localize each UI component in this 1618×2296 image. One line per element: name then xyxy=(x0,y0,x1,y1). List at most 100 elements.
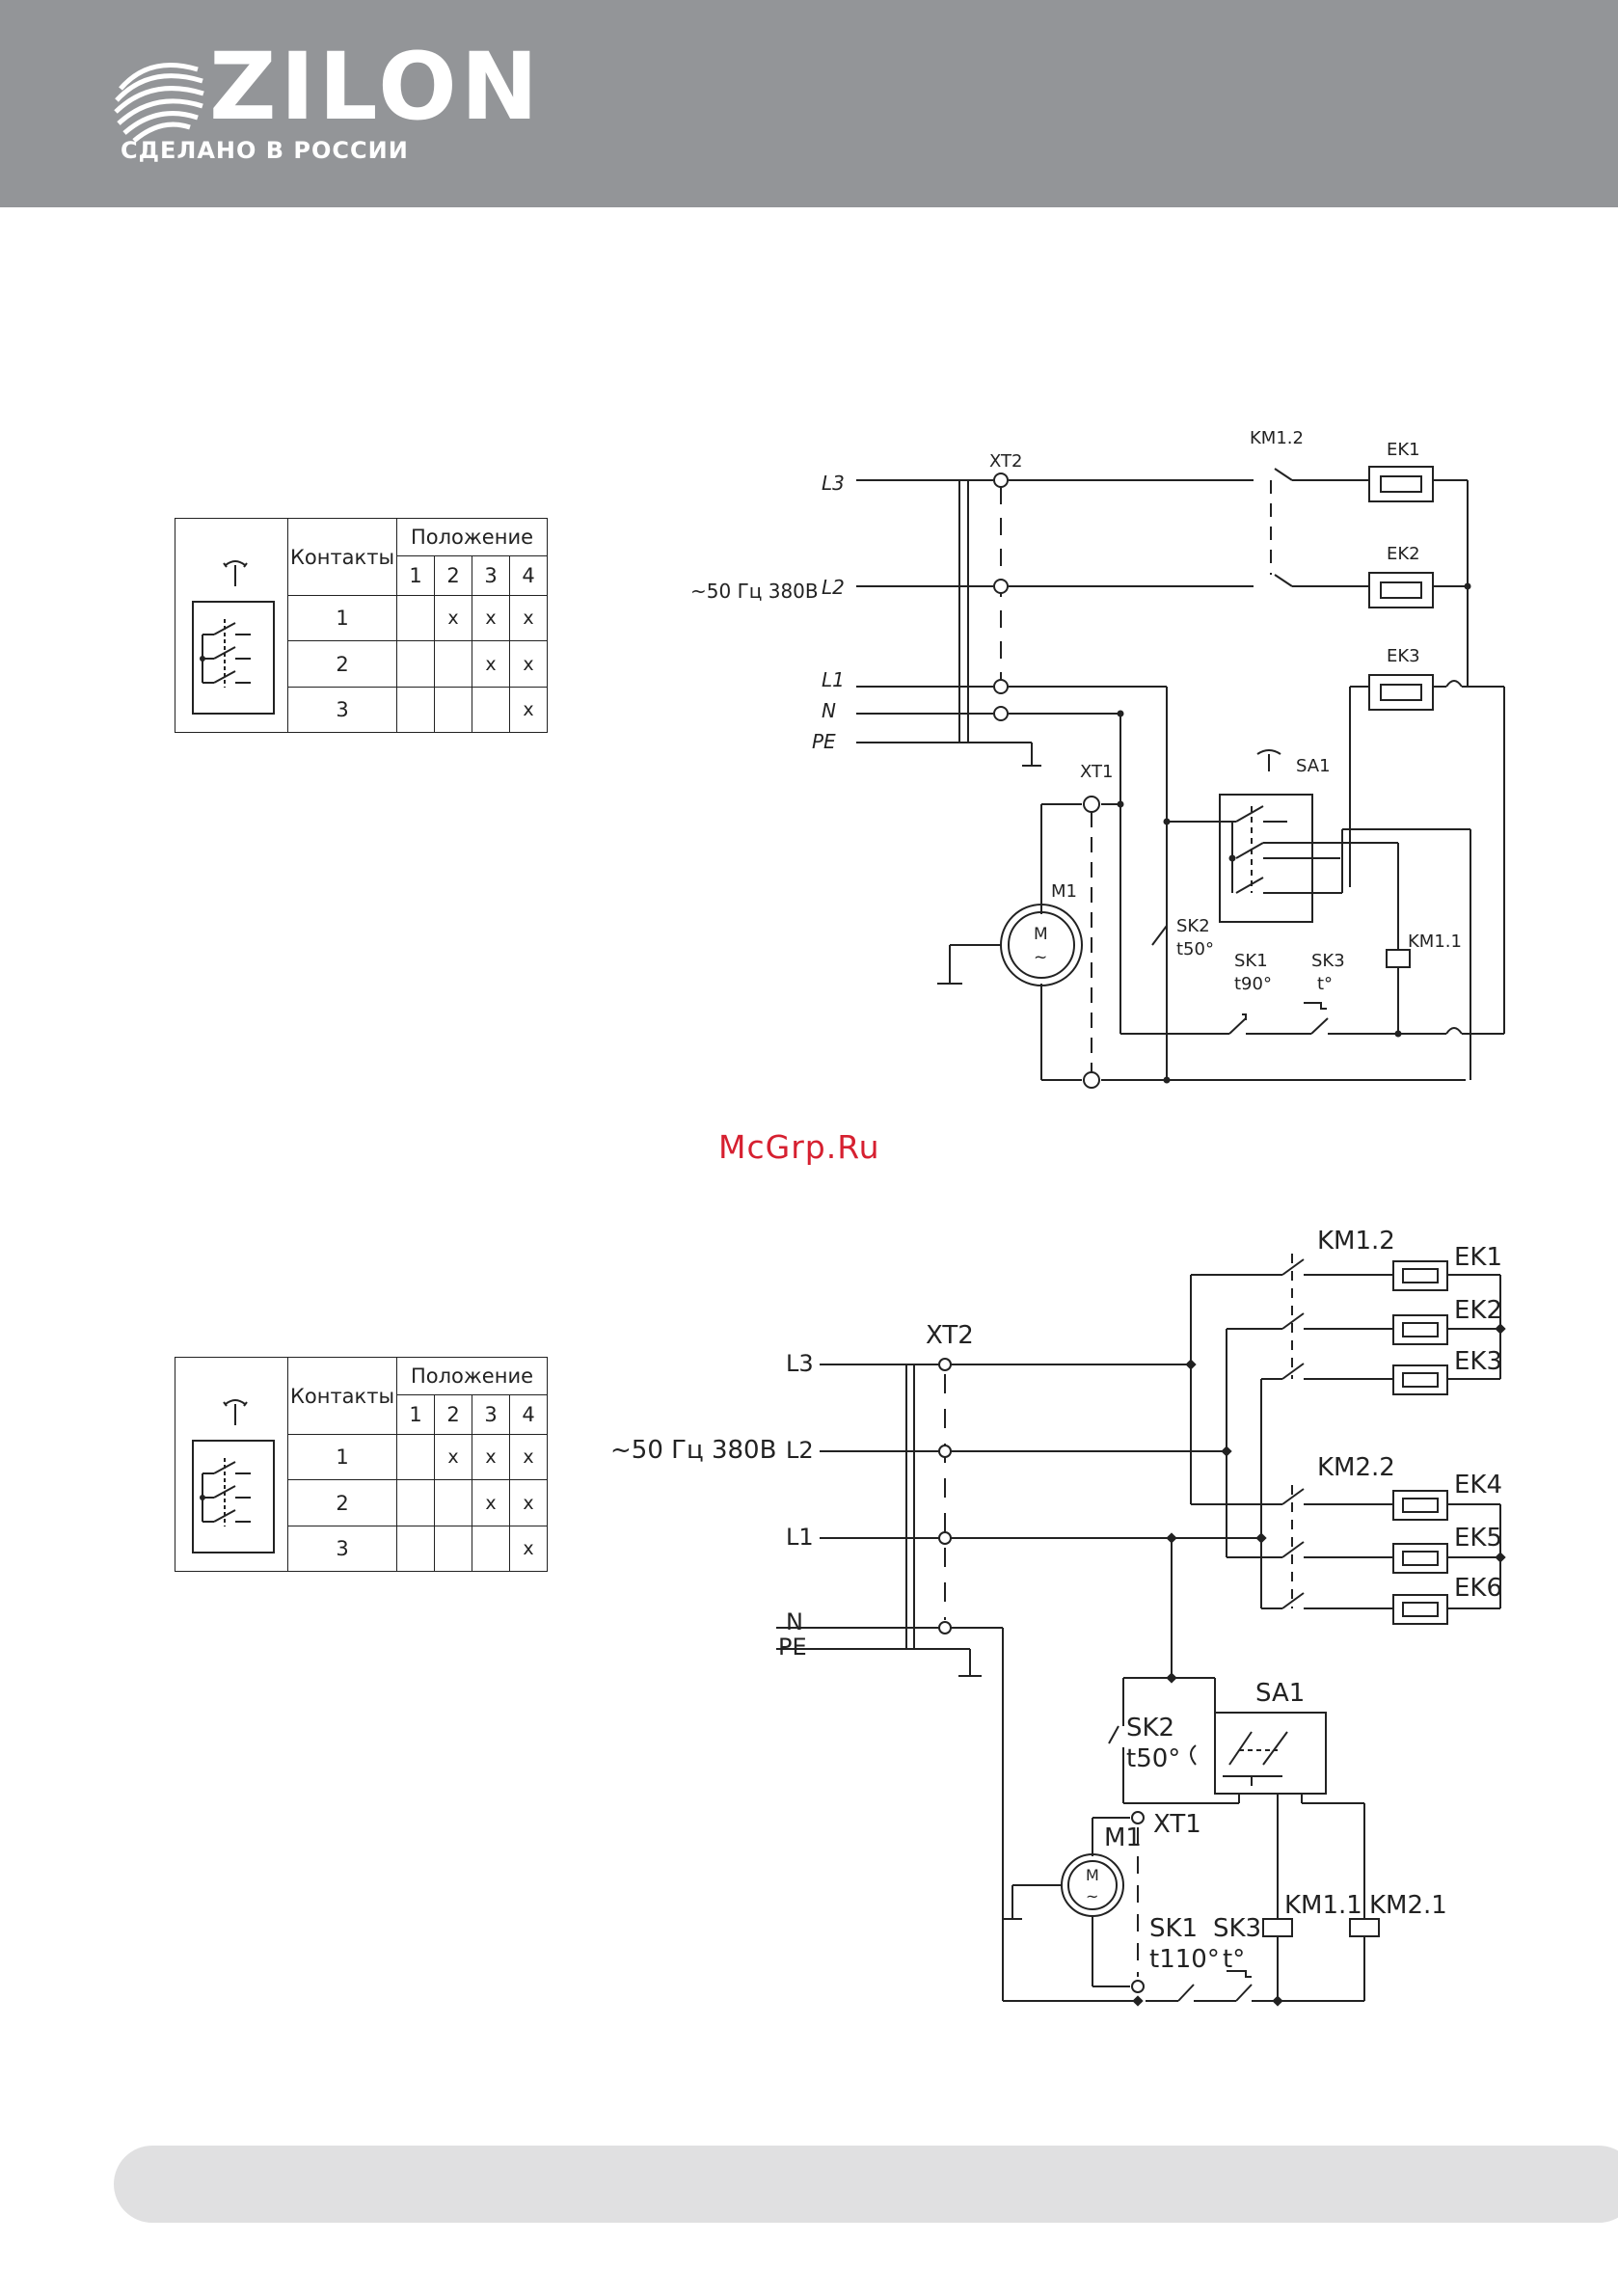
terminal-xt2-label: XT2 xyxy=(989,451,1022,472)
contact-mark: x xyxy=(509,1434,548,1481)
contact-mark xyxy=(472,1525,510,1573)
contact-number: 2 xyxy=(287,1479,397,1526)
coil-km11-label: KM1.1 xyxy=(1408,932,1462,952)
contact-mark xyxy=(396,595,435,642)
heater-ek1-label: EK1 xyxy=(1454,1243,1502,1272)
brand-name: ZILON xyxy=(209,33,543,141)
contact-number: 1 xyxy=(287,595,397,642)
contact-mark: x xyxy=(509,686,548,734)
rotary-switch-icon xyxy=(192,1399,275,1553)
wiring-diagram-2: ~50 Гц 380В L3 L2 L1 N PE XT2 XT1 KM1.2 … xyxy=(610,1227,1506,2007)
thermostat-sk3-temp: t° xyxy=(1223,1945,1245,1974)
line-label-l1: L1 xyxy=(822,668,845,691)
line-label-l2: L2 xyxy=(822,576,845,599)
heater-ek2-label: EK2 xyxy=(1387,544,1420,564)
motor-ac-symbol: ~ xyxy=(1034,948,1047,967)
table-row: 1 x x x xyxy=(175,595,548,642)
motor-ac-symbol: ~ xyxy=(1086,1887,1098,1905)
line-label-n: N xyxy=(786,1608,803,1635)
switch-position-table-2: Контакты Положение 1 2 3 4 1 x x x 2 x x… xyxy=(175,1356,548,1573)
supply-label: ~50 Гц 380В xyxy=(610,1436,776,1465)
table-row: 3 x xyxy=(175,1525,548,1573)
thermostat-sk2-label: SK2 xyxy=(1126,1714,1174,1742)
header-band: ZILON СДЕЛАНО В РОССИИ xyxy=(0,0,1618,207)
thermostat-sk2-temp: t50° xyxy=(1176,939,1214,959)
line-label-pe: PE xyxy=(812,730,836,753)
table-row: 2 x x xyxy=(175,640,548,688)
line-label-l1: L1 xyxy=(786,1524,814,1551)
line-label-l3: L3 xyxy=(786,1350,814,1377)
contact-km22-label: KM2.2 xyxy=(1317,1453,1395,1482)
thermostat-sk3-label: SK3 xyxy=(1213,1914,1261,1943)
position-number: 1 xyxy=(396,555,435,597)
line-label-l3: L3 xyxy=(822,472,845,495)
rotary-switch-icon xyxy=(192,560,275,715)
coil-km11-label: KM1.1 xyxy=(1284,1891,1362,1920)
line-label-n: N xyxy=(822,699,836,722)
switch-position-table-1: Контакты Положение 1 2 3 4 1 x x x 2 x x… xyxy=(175,517,548,734)
line-label-l2: L2 xyxy=(786,1437,814,1464)
switch-sa1-label: SA1 xyxy=(1296,756,1331,776)
contact-number: 1 xyxy=(287,1434,397,1481)
contact-mark: x xyxy=(472,1434,510,1481)
position-number: 4 xyxy=(509,555,548,597)
position-number: 1 xyxy=(396,1394,435,1436)
thermostat-sk2-temp: t50° xyxy=(1126,1744,1180,1773)
wiring-diagram-1: ~50 Гц 380В L3 L2 L1 N PE XT2 XT1 KM1.2 … xyxy=(690,428,1505,1089)
switch-sa1-label: SA1 xyxy=(1255,1679,1305,1708)
contact-mark: x xyxy=(472,640,510,688)
heater-ek6-label: EK6 xyxy=(1454,1574,1502,1603)
heater-ek3-label: EK3 xyxy=(1454,1347,1502,1376)
coil-km21-label: KM2.1 xyxy=(1369,1891,1447,1920)
supply-label: ~50 Гц 380В xyxy=(690,580,819,603)
terminal-xt2-label: XT2 xyxy=(926,1321,974,1350)
switch-symbol-cell xyxy=(175,518,288,733)
thermostat-sk3-label: SK3 xyxy=(1311,951,1345,971)
brand-logo: ZILON СДЕЛАНО В РОССИИ xyxy=(111,41,538,176)
switch-symbol-cell xyxy=(175,1357,288,1572)
position-header: Положение xyxy=(396,517,548,557)
contact-mark: x xyxy=(509,640,548,688)
watermark: McGrp.Ru xyxy=(718,1128,880,1166)
table-row: 1 x x x xyxy=(175,1434,548,1481)
brand-tagline: СДЕЛАНО В РОССИИ xyxy=(121,137,409,164)
contacts-header: Контакты xyxy=(287,1356,397,1436)
footer-bar xyxy=(114,2146,1618,2223)
table-row: 3 x xyxy=(175,686,548,734)
contact-mark xyxy=(396,1525,435,1573)
heater-ek2-label: EK2 xyxy=(1454,1296,1502,1325)
contact-mark: x xyxy=(472,595,510,642)
table-row: 2 x x xyxy=(175,1479,548,1526)
contact-mark: x xyxy=(509,1525,548,1573)
contact-mark: x xyxy=(434,595,472,642)
contact-mark: x xyxy=(434,1434,472,1481)
contact-km12-label: KM1.2 xyxy=(1317,1227,1395,1256)
position-number: 4 xyxy=(509,1394,548,1436)
contact-mark: x xyxy=(509,1479,548,1526)
thermostat-sk1-label: SK1 xyxy=(1234,951,1268,971)
heater-ek4-label: EK4 xyxy=(1454,1471,1502,1499)
contact-mark xyxy=(434,1525,472,1573)
thermostat-sk3-temp: t° xyxy=(1317,974,1333,994)
terminal-xt1-label: XT1 xyxy=(1153,1810,1201,1839)
heater-ek1-label: EK1 xyxy=(1387,440,1420,460)
contact-number: 3 xyxy=(287,686,397,734)
contact-number: 2 xyxy=(287,640,397,688)
thermostat-sk1-label: SK1 xyxy=(1149,1914,1198,1943)
terminal-xt1-label: XT1 xyxy=(1080,762,1113,782)
contact-km12-label: KM1.2 xyxy=(1250,428,1304,448)
thermostat-sk1-temp: t90° xyxy=(1234,974,1272,994)
contact-number: 3 xyxy=(287,1525,397,1573)
heater-ek3-label: EK3 xyxy=(1387,646,1420,666)
brand-swirl-icon xyxy=(114,63,204,143)
motor-m1-label: M1 xyxy=(1051,881,1077,902)
contact-mark xyxy=(396,686,435,734)
thermostat-sk1-temp: t110° xyxy=(1149,1945,1220,1974)
heater-ek5-label: EK5 xyxy=(1454,1524,1502,1553)
motor-symbol: M xyxy=(1034,925,1048,944)
line-label-pe: PE xyxy=(778,1634,807,1661)
thermostat-sk2-label: SK2 xyxy=(1176,916,1210,936)
motor-symbol: M xyxy=(1086,1866,1099,1884)
position-number: 2 xyxy=(434,555,472,597)
motor-m1-label: M1 xyxy=(1104,1823,1142,1852)
